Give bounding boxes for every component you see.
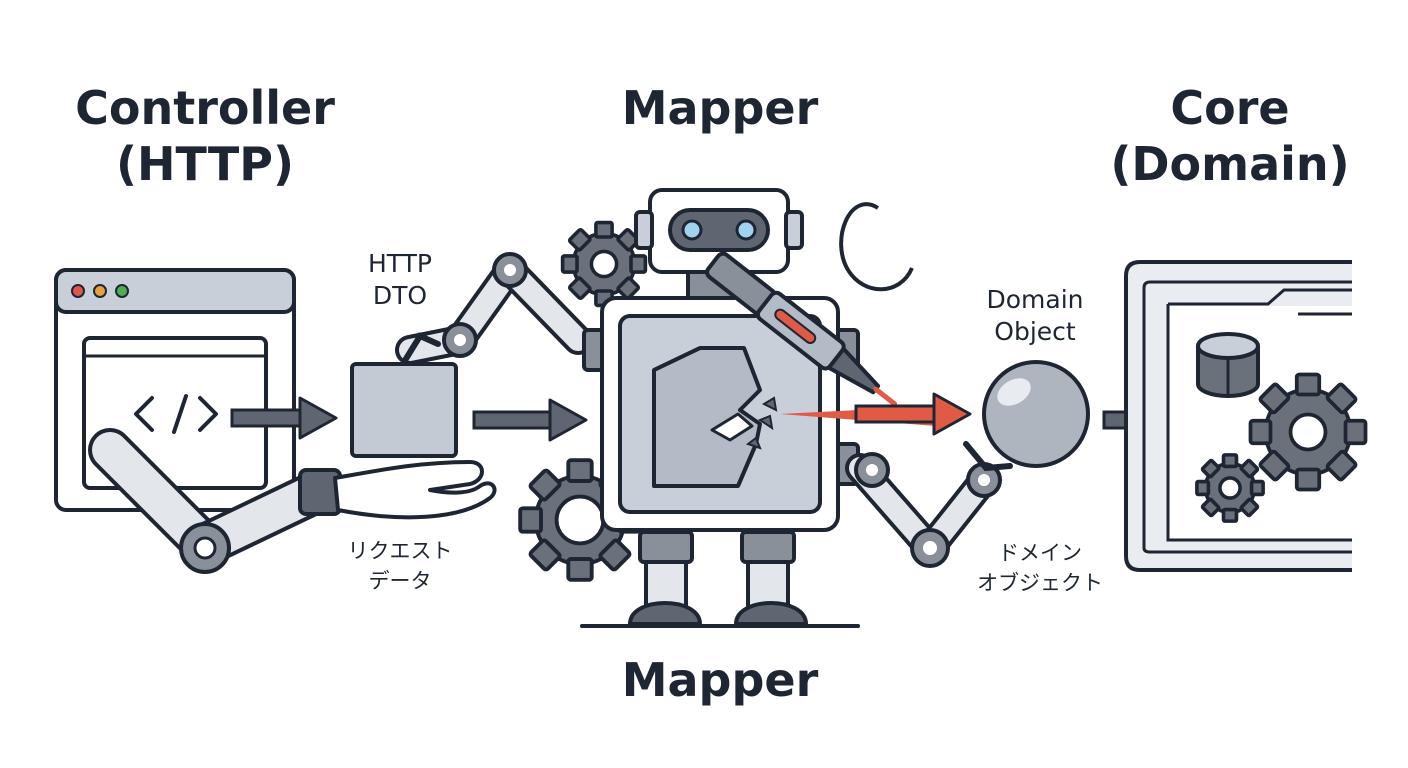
gear-icon bbox=[1248, 372, 1368, 492]
domain-object-line1: Domain bbox=[986, 285, 1084, 314]
mapper-title-bottom: Mapper bbox=[621, 653, 819, 707]
arrow-browser-to-dto bbox=[230, 396, 338, 440]
http-dto-label: HTTP DTO bbox=[330, 248, 470, 312]
converter-pen-icon bbox=[705, 202, 914, 407]
core-title-line1: Core bbox=[1170, 81, 1290, 135]
arrow-dto-to-mapper bbox=[472, 398, 588, 442]
browser-window-icon bbox=[54, 268, 296, 512]
domain-object-jp-line1: ドメイン bbox=[998, 541, 1082, 565]
core-title-line2: (Domain) bbox=[1110, 137, 1350, 191]
domain-object-line2: Object bbox=[994, 317, 1076, 346]
controller-title-line1: Controller bbox=[75, 81, 335, 135]
left-robot-arm bbox=[88, 428, 497, 574]
database-icon bbox=[1196, 332, 1260, 398]
domain-object-jp-label: ドメイン オブジェクト bbox=[950, 538, 1130, 598]
upper-left-arm bbox=[395, 252, 593, 365]
gear-icon bbox=[1195, 453, 1265, 523]
dto-box-icon bbox=[350, 362, 458, 458]
http-dto-line2: DTO bbox=[372, 281, 428, 310]
http-dto-line1: HTTP bbox=[368, 249, 432, 278]
right-robot-arm bbox=[845, 441, 1013, 568]
core-title: Core (Domain) bbox=[1080, 80, 1380, 192]
request-data-jp-line2: データ bbox=[368, 569, 432, 593]
domain-sphere-icon bbox=[982, 360, 1090, 468]
code-brackets-icon bbox=[134, 394, 218, 434]
request-data-jp-label: リクエスト データ bbox=[330, 536, 470, 596]
domain-object-jp-line2: オブジェクト bbox=[977, 571, 1103, 595]
request-data-jp-line1: リクエスト bbox=[347, 539, 453, 563]
mapper-title-top: Mapper bbox=[621, 81, 819, 135]
controller-title: Controller (HTTP) bbox=[40, 80, 370, 192]
mapper-robot-icon bbox=[580, 188, 860, 628]
controller-title-line2: (HTTP) bbox=[115, 137, 295, 191]
arrow-mapper-to-domain bbox=[780, 392, 972, 436]
domain-object-label: Domain Object bbox=[960, 284, 1110, 348]
gear-icon bbox=[560, 220, 648, 308]
